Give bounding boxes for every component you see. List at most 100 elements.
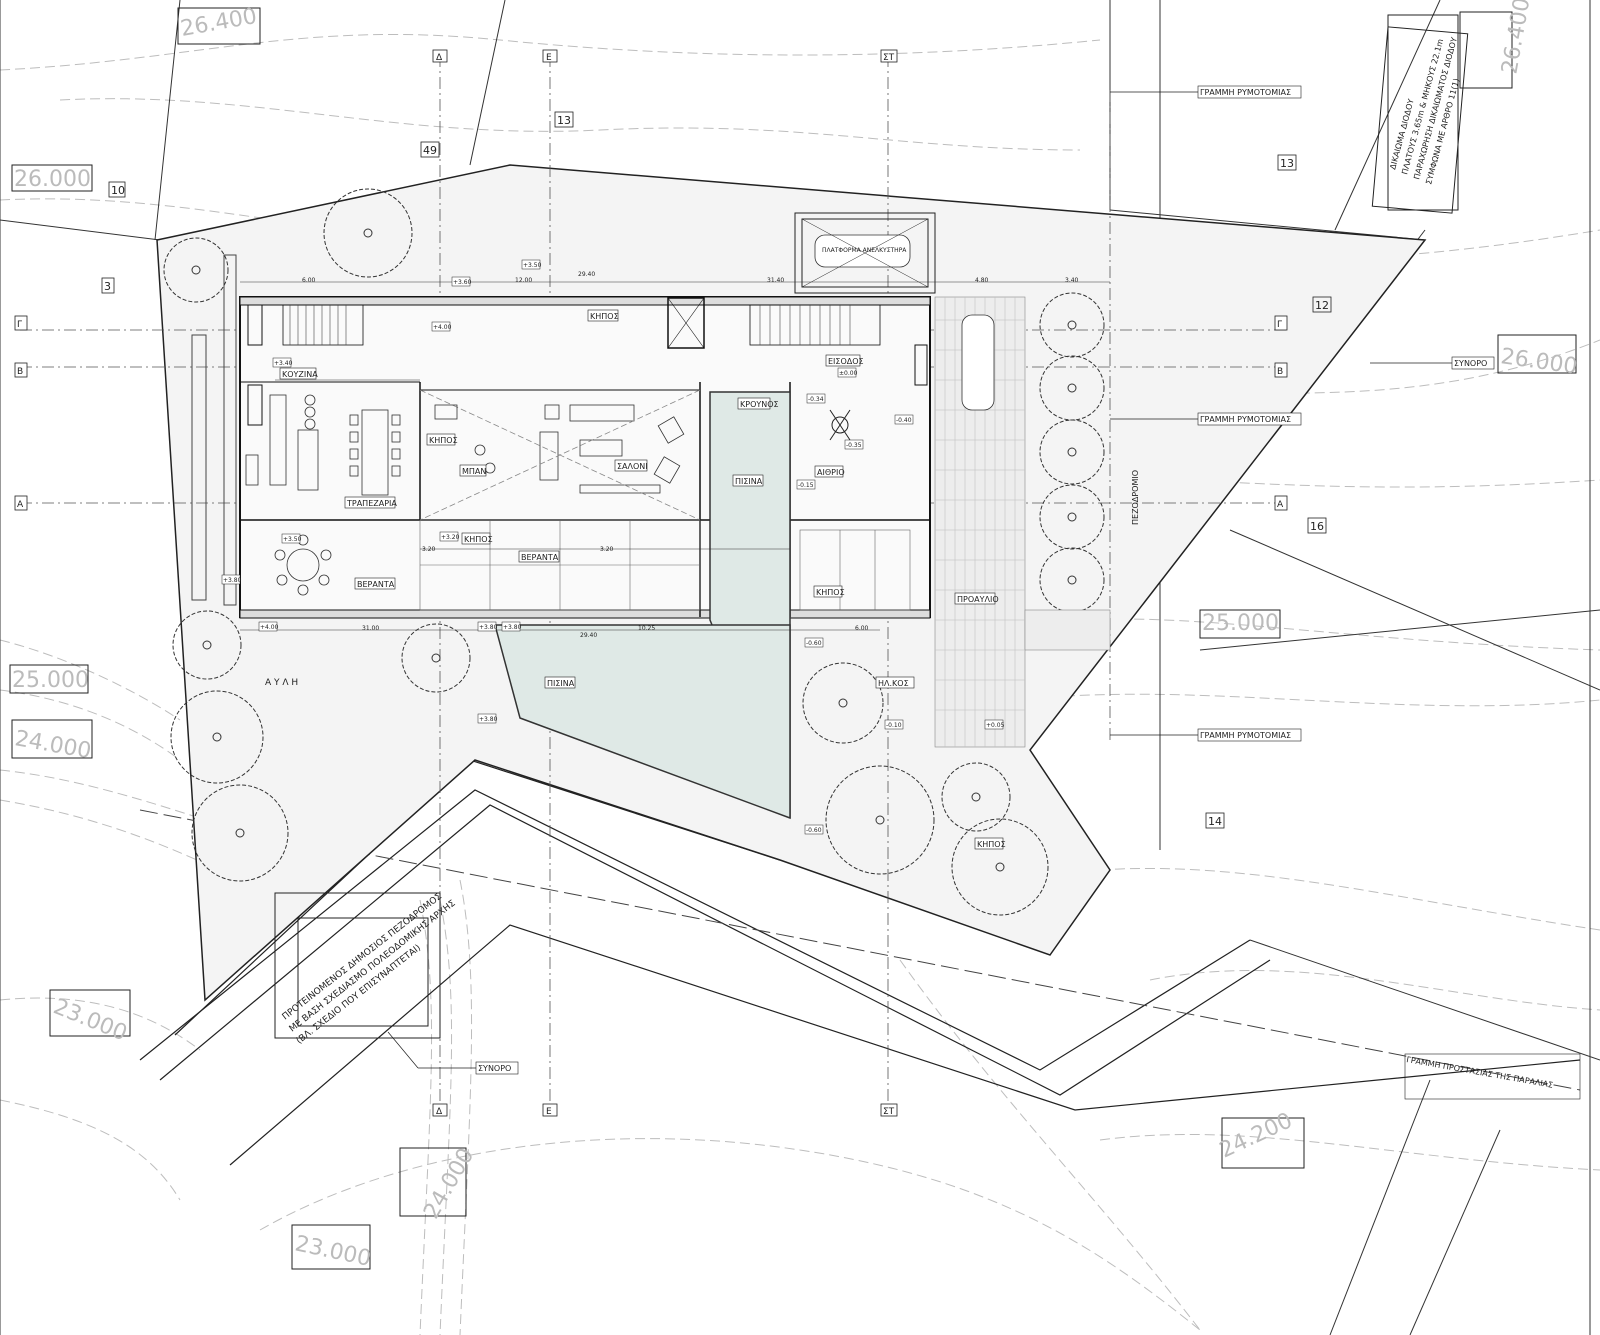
elevation-label: 24.200 [1216,1108,1296,1163]
room-label-fountain: ΚΡΟΥΝΟΣ [740,400,779,409]
section-label: Ε [546,1107,552,1117]
room-label-garden: ΚΗΠΟΣ [429,436,458,445]
plot-number: 13 [1280,157,1294,170]
dimension-label: 29.40 [578,271,595,278]
level-labels: +3.50 +3.60 +4.00 +3.40 +3.50 +3.20 ±0.0… [223,262,1005,834]
boundary-label: ΣΥΝΟΡΟ [1454,359,1487,368]
section-labels: Δ Ε ΣΤ Δ Ε ΣΤ Γ Β Α Γ Β Α [17,53,1284,1117]
section-label: Ε [546,53,552,63]
room-label-living: ΣΑΛΟΝΙ [617,462,648,471]
dimension-label: 31.40 [767,277,784,284]
kitchen-furniture [245,394,401,496]
plot-number: 49 [423,144,437,157]
elevation-label: 25.000 [1202,611,1279,636]
tree [172,610,242,680]
room-label-kitchen: ΚΟΥΖΙΝΑ [282,370,318,379]
level-label: +3.20 [441,534,460,541]
car-icons [814,234,995,411]
veranda-table [274,534,332,596]
dimension-label: 31.00 [362,625,379,632]
living-furniture [419,389,701,521]
room-label-veranda: ΒΕΡΑΝΤΑ [357,580,395,589]
level-label: -0.34 [808,396,824,403]
plot-numbers: 10 49 13 3 13 12 16 14 [104,114,1329,828]
room-label-yard: Α Υ Λ Η [265,678,298,688]
atrium-tree-icon [829,409,851,441]
level-label: +4.00 [433,324,452,331]
shore-protection-line [139,809,1581,1091]
dimension-lines [240,281,1110,631]
plot-number-boxes [101,111,1332,829]
elevation-label: 26.400 [179,4,259,42]
elevation-label: 23.000 [293,1231,373,1271]
line-label-boxes [475,85,1581,1100]
section-label: Α [1277,500,1284,510]
level-label: +3.80 [503,624,522,631]
plot-number: 3 [104,280,111,293]
dimension-label: 3.40 [1065,277,1079,284]
tree [191,784,289,882]
dimension-label: 12.00 [515,277,532,284]
tree [825,765,935,875]
plot-number: 12 [1315,299,1329,312]
tree [170,690,264,784]
parking-platform [794,212,936,294]
right-of-way-note: ΔΙΚΑΙΩΜΑ ΔΙΟΔΟΥ ΠΛΑΤΟΥΣ 3.65m & ΜΗΚΟΥΣ 2… [1388,36,1461,185]
level-label: -0.10 [886,722,902,729]
elevation-label: 26.400 [1497,0,1535,76]
section-markers [14,49,1288,1117]
level-label: +3.50 [283,536,302,543]
stairs [289,305,851,345]
section-label: Β [17,367,23,377]
room-label-garden: ΚΗΠΟΣ [464,535,493,544]
room-label-entrance: ΕΙΣΟΔΟΣ [828,357,864,366]
plot-number: 13 [557,114,571,127]
room-labels: ΚΟΥΖΙΝΑ ΤΡΑΠΕΖΑΡΙΑ ΣΑΛΟΝΙ ΒΕΡΑΝΤΑ ΒΕΡΑΝΤ… [265,312,1006,849]
dimension-label: 3.20 [422,546,436,553]
level-label: ±0.00 [839,370,858,377]
section-label: Γ [17,320,22,330]
building-line-label: ΓΡΑΜΜΗ ΡΥΜΟΤΟΜΙΑΣ [1200,415,1291,424]
room-label-garden: ΚΗΠΟΣ [590,312,619,321]
level-markers [221,259,1004,835]
dimension-label: 3.20 [600,546,614,553]
elevation-label: 25.000 [12,668,89,693]
tree [163,237,229,303]
level-label: -0.35 [846,442,862,449]
sidewalk-label: ΠΕΖΟΔΡΟΜΙΟ [1131,470,1140,525]
tree [802,662,884,744]
tree [1039,419,1105,485]
room-label-garden: ΚΗΠΟΣ [816,588,845,597]
room-label-pool: ΠΙΣΙΝΑ [735,477,763,486]
level-label: -0.60 [806,827,822,834]
level-label: -0.15 [798,482,814,489]
level-label: +3.80 [479,624,498,631]
dimension-label: 6.00 [302,277,316,284]
section-label: Α [17,500,24,510]
house-footprint [239,296,931,619]
tree [1039,484,1105,550]
elevation-label: 26.000 [1499,344,1579,379]
level-label: +3.80 [479,716,498,723]
room-label-atrium: ΑΙΘΡΙΟ [817,468,845,477]
building-line-label: ΓΡΑΜΜΗ ΡΥΜΟΤΟΜΙΑΣ [1200,731,1291,740]
room-label-panel: ΗΛ.ΚΟΣ [878,679,909,688]
proposed-walkway-box [274,892,441,1039]
tree [401,623,471,693]
tree [941,762,1011,832]
walkway-note-line: ΜΕ ΒΑΣΗ ΣΧΕΔΙΑΣΜΟ ΠΟΛΕΟΔΟΜΙΚΗΣ ΑΡΧΗΣ [288,898,458,1034]
level-label: +3.60 [453,279,472,286]
grid-axes [20,55,1290,1110]
building-line-label: ΓΡΑΜΜΗ ΡΥΜΟΤΟΜΙΑΣ [1200,88,1291,97]
level-label: -0.40 [896,417,912,424]
right-of-way-box [1371,14,1469,214]
dimension-labels: 6.00 12.00 29.40 31.40 4.80 3.40 3.20 3.… [302,271,1079,639]
elevation-label: 26.000 [14,167,91,192]
level-label: +3.40 [274,360,293,367]
elevation-boxes [9,7,1577,1270]
section-label: ΣΤ [883,53,895,63]
dimension-label: 29.40 [580,632,597,639]
tree [1039,292,1105,358]
section-label: Γ [1277,320,1282,330]
